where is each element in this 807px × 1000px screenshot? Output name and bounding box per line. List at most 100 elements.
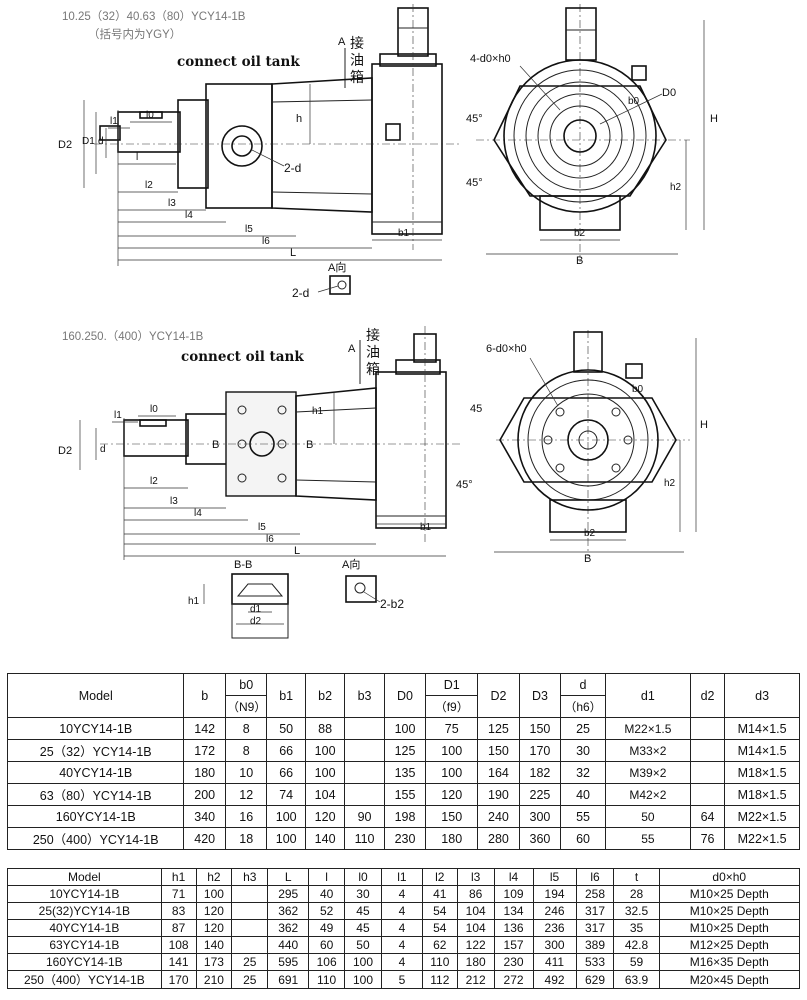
bottom-H: H	[700, 419, 708, 431]
bottom-d2: d2	[250, 616, 262, 627]
table2-cell: 4	[380, 885, 423, 903]
table1-cell: 50	[266, 717, 306, 740]
bottom-title: 160.250.（400）YCY14-1B	[62, 330, 204, 343]
bottom-l0: l0	[150, 404, 158, 415]
t1-h-b0: b0	[224, 673, 268, 696]
t1-sub-D1: （f9）	[425, 695, 479, 718]
table1-cell: M39×2	[604, 761, 691, 784]
t1-h-b: b	[183, 673, 226, 718]
table1-cell: 198	[383, 805, 427, 828]
table2-cell: 52	[308, 902, 346, 920]
table1-cell: 40	[560, 783, 606, 806]
table2-cell: 42.8	[613, 936, 660, 954]
table1-cell	[689, 717, 726, 740]
table2-cell: 629	[575, 970, 615, 989]
table1-cell: 135	[383, 761, 427, 784]
table1-cell: 180	[425, 827, 479, 850]
table2-cell: 106	[308, 953, 346, 971]
bottom-l4: l4	[194, 508, 202, 519]
table1-cell: M22×1.5	[604, 717, 691, 740]
table2-cell: 108	[160, 936, 197, 954]
bottom-cjk-1: 接	[366, 327, 380, 343]
table1-cell: M18×1.5	[724, 761, 800, 784]
t1-h-D3: D3	[518, 673, 562, 718]
table2-cell: 141	[160, 953, 197, 971]
table1-cell: 125	[383, 739, 427, 762]
table1-cell: M14×1.5	[724, 717, 800, 740]
table2-cell: 100	[195, 885, 233, 903]
table2-cell: 272	[493, 970, 534, 989]
top-angle-1: 45°	[466, 113, 483, 125]
bottom-h1-section: h1	[188, 596, 200, 607]
table2-cell: 317	[575, 919, 615, 937]
table1-cell: 40YCY14-1B	[6, 761, 185, 784]
table2-header-cell: l0	[344, 868, 382, 886]
table1-cell: 8	[224, 739, 268, 762]
table2-cell: 210	[195, 970, 233, 989]
table2-cell: 60	[308, 936, 346, 954]
table2-cell: 173	[195, 953, 233, 971]
bottom-l6: l6	[266, 534, 274, 545]
t1-sub-d: （h6）	[560, 695, 606, 718]
table1-cell: 55	[560, 805, 606, 828]
table2-cell: 134	[493, 902, 534, 920]
table2-cell: 492	[532, 970, 577, 989]
table2-cell: 71	[160, 885, 197, 903]
table2-header-cell: h1	[160, 868, 197, 886]
dim-l6: l6	[262, 236, 270, 247]
table1-cell: 142	[183, 717, 226, 740]
top-B: B	[576, 255, 583, 267]
dim-h: h	[296, 113, 302, 125]
bottom-h2: h2	[664, 478, 676, 489]
table2-cell: 595	[267, 953, 310, 971]
dim-l5: l5	[245, 224, 253, 235]
table2-header-cell: l3	[456, 868, 495, 886]
top-b0: b0	[628, 96, 640, 107]
table2-header-cell: d0×h0	[658, 868, 801, 886]
table2-header-cell: t	[613, 868, 660, 886]
table2-cell: 440	[267, 936, 310, 954]
table2-cell: 40	[308, 885, 346, 903]
table2-cell: 83	[160, 902, 197, 920]
table2-cell: 122	[456, 936, 495, 954]
table1-cell: 16	[224, 805, 268, 828]
bottom-a-mark: A	[348, 343, 356, 355]
bottom-a-view: A向	[342, 557, 360, 571]
top-b2: b2	[574, 228, 586, 239]
bottom-L: L	[294, 545, 300, 557]
table1-cell: 140	[304, 827, 346, 850]
dim-D2: D2	[58, 139, 72, 151]
table1-cell: 250（400）YCY14-1B	[6, 827, 185, 850]
top-2-d-view: 2-d	[292, 286, 309, 300]
table2-cell	[231, 936, 269, 954]
table1-cell: 50	[604, 805, 691, 828]
table2-header-cell: Model	[7, 868, 162, 886]
table2-cell: 63YCY14-1B	[7, 936, 162, 954]
table1-cell: 75	[425, 717, 479, 740]
table1-cell: 66	[266, 739, 306, 762]
table2-cell: 120	[195, 919, 233, 937]
top-subtitle: （括号内为YGY）	[88, 27, 181, 41]
table2-cell: 4	[380, 936, 423, 954]
table2-cell: 63.9	[613, 970, 660, 989]
table2-cell: 691	[267, 970, 310, 989]
top-H: H	[710, 113, 718, 125]
table2-cell: 45	[344, 919, 382, 937]
table1-cell: 340	[183, 805, 226, 828]
table1-cell: 240	[477, 805, 520, 828]
table2-cell: 104	[456, 902, 495, 920]
table1-cell: 18	[224, 827, 268, 850]
table2-header-cell: l6	[575, 868, 615, 886]
bottom-front-view: 6-d0×h0 b0 45 45° H h2 b2 B	[456, 330, 708, 565]
table1-cell: 120	[425, 783, 479, 806]
bottom-angle-2: 45°	[456, 479, 473, 491]
top-angle-2: 45°	[466, 177, 483, 189]
table1-cell: 12	[224, 783, 268, 806]
